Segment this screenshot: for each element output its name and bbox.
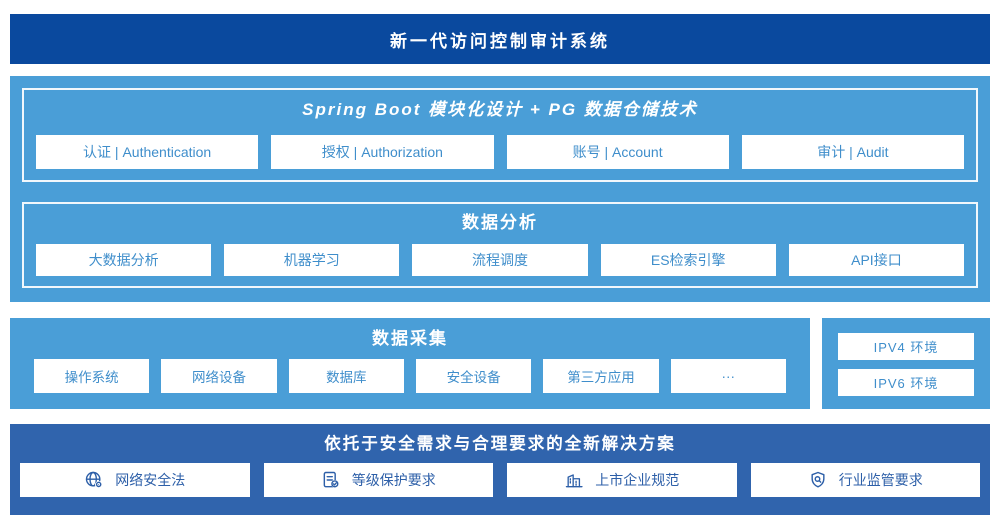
requirement-label: 上市企业规范 [595,472,680,488]
shield-search-icon [808,470,828,490]
module-es-search-engine: ES检索引擎 [600,244,776,276]
requirement-label: 行业监管要求 [838,472,923,488]
solution-title: 依托于安全需求与合理要求的全新解决方案 [324,435,676,453]
requirement-classified-protection: 等级保护要求 [263,463,493,497]
source-ellipsis: ··· [670,359,786,393]
source-network-device: 网络设备 [161,359,277,393]
buildings-icon [564,470,584,490]
globe-location-icon [84,470,104,490]
requirement-label: 网络安全法 [115,472,186,488]
module-api-interface: API接口 [788,244,965,276]
title-banner: 新一代访问控制审计系统 [10,14,990,64]
module-flow-scheduling: 流程调度 [412,244,588,276]
requirement-network-security-law: 网络安全法 [20,463,250,497]
data-collection-title: 数据采集 [372,329,448,348]
spring-boot-section: Spring Boot 模块化设计 + PG 数据仓储技术 认证 | Authe… [22,88,978,182]
source-database: 数据库 [288,359,404,393]
platform-panel: Spring Boot 模块化设计 + PG 数据仓储技术 认证 | Authe… [10,76,990,302]
module-bigdata-analysis: 大数据分析 [36,244,212,276]
collection-source-row: 操作系统 网络设备 数据库 安全设备 第三方应用 ··· [34,359,786,393]
analysis-module-row: 大数据分析 机器学习 流程调度 ES检索引擎 API接口 [36,244,965,276]
data-analysis-section: 数据分析 大数据分析 机器学习 流程调度 ES检索引擎 API接口 [22,202,978,288]
module-authentication: 认证 | Authentication [36,135,259,169]
module-audit: 审计 | Audit [741,135,964,169]
requirement-listed-company: 上市企业规范 [507,463,737,497]
data-analysis-section-title: 数据分析 [462,213,538,232]
data-collection-panel: 数据采集 操作系统 网络设备 数据库 安全设备 第三方应用 ··· [10,318,810,409]
env-ipv4: IPV4 环境 [838,333,974,360]
spring-boot-section-title: Spring Boot 模块化设计 + PG 数据仓储技术 [302,100,698,119]
solution-panel: 依托于安全需求与合理要求的全新解决方案 网络安全法 [10,424,990,515]
environment-panel: IPV4 环境 IPV6 环境 [822,318,990,409]
env-ipv6: IPV6 环境 [838,369,974,396]
module-machine-learning: 机器学习 [224,244,400,276]
source-security-device: 安全设备 [415,359,532,393]
document-check-icon [321,470,341,490]
source-third-party-app: 第三方应用 [543,359,659,393]
requirement-label: 等级保护要求 [351,472,436,488]
requirement-row: 网络安全法 等级保护要求 [20,463,980,497]
requirement-industry-regulation: 行业监管要求 [750,463,980,497]
module-account: 账号 | Account [506,135,729,169]
module-authorization: 授权 | Authorization [271,135,494,169]
collection-row: 数据采集 操作系统 网络设备 数据库 安全设备 第三方应用 ··· IPV4 环… [10,318,990,409]
source-operating-system: 操作系统 [34,359,150,393]
spring-module-row: 认证 | Authentication 授权 | Authorization 账… [36,135,964,169]
